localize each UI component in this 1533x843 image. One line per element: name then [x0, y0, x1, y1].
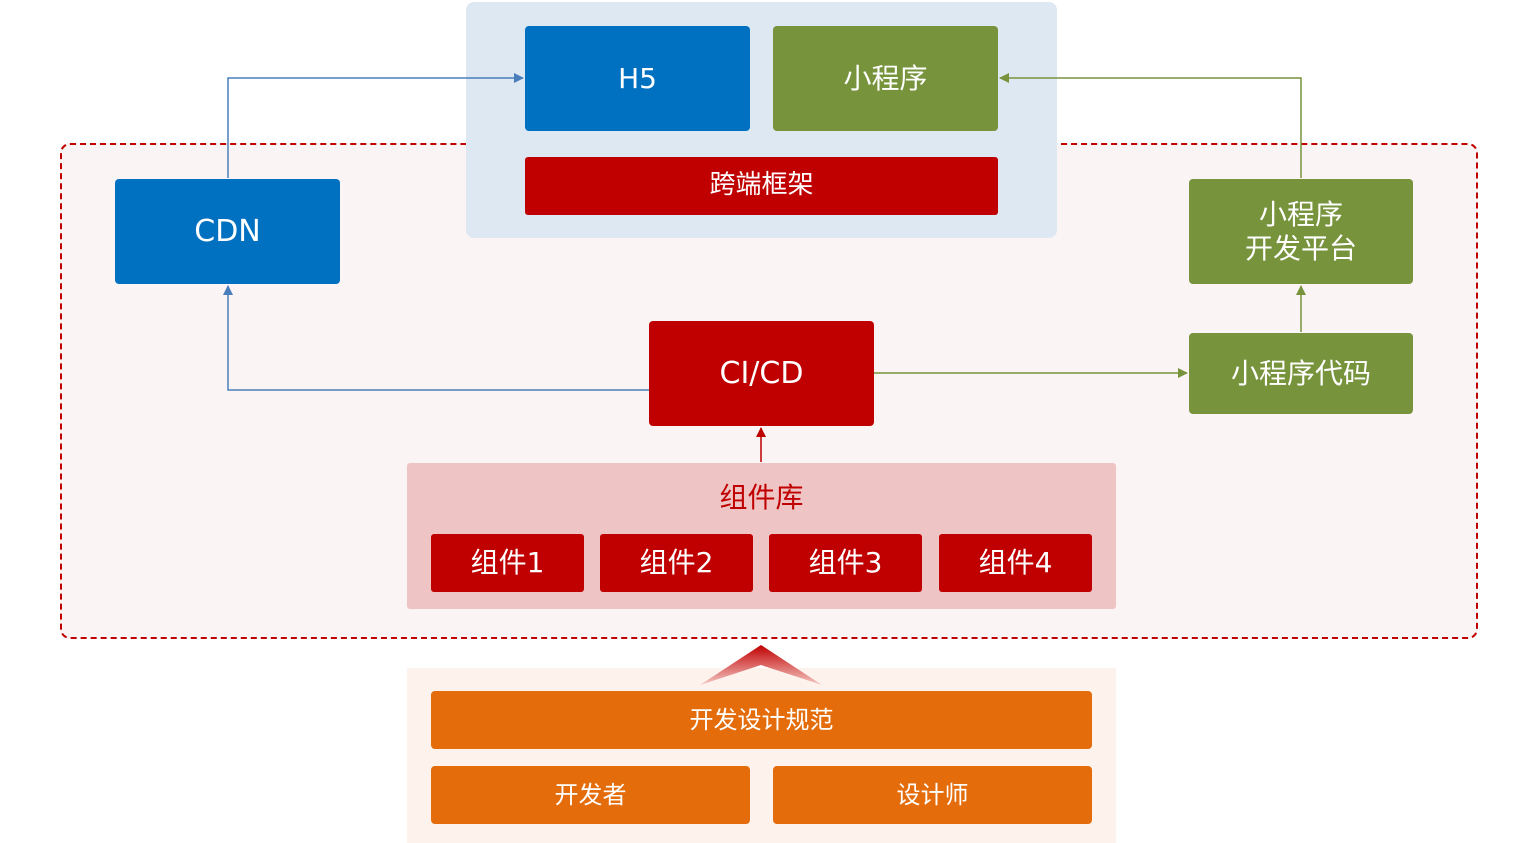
dev-design-spec-box: 开发设计规范 — [431, 691, 1092, 749]
cicd-label: CI/CD — [719, 355, 804, 391]
mp-platform-box: 小程序 开发平台 — [1189, 179, 1413, 284]
edge-cdn-to-h5 — [227, 73, 524, 178]
component-box: 组件1 — [431, 534, 584, 592]
cdn-box: CDN — [115, 179, 340, 284]
big-up-arrow — [700, 645, 822, 685]
cross-framework-label: 跨端框架 — [709, 170, 814, 201]
cross-framework-box: 跨端框架 — [525, 157, 998, 215]
component-box: 组件4 — [939, 534, 1092, 592]
mp-code-label: 小程序代码 — [1230, 356, 1371, 390]
component-label: 组件2 — [639, 546, 714, 580]
h5-box: H5 — [525, 26, 750, 131]
miniprogram-box: 小程序 — [773, 26, 998, 131]
component-label: 组件3 — [808, 546, 883, 580]
developer-label: 开发者 — [554, 780, 627, 809]
mp-platform-label-line1: 小程序 — [1258, 197, 1343, 231]
dev-design-spec-label: 开发设计规范 — [689, 705, 834, 734]
cdn-label: CDN — [194, 213, 261, 249]
component-box: 组件3 — [769, 534, 922, 592]
mp-platform-label-line2: 开发平台 — [1244, 231, 1357, 265]
component-library-title: 组件库 — [719, 481, 804, 514]
designer-label: 设计师 — [896, 780, 969, 809]
mp-code-box: 小程序代码 — [1189, 333, 1413, 414]
component-label: 组件1 — [470, 546, 545, 580]
developer-box: 开发者 — [431, 766, 750, 824]
h5-label: H5 — [618, 61, 657, 95]
edge-platform-to-miniprogram — [999, 73, 1302, 178]
miniprogram-label: 小程序 — [843, 61, 928, 95]
edge-cicd-to-cdn — [223, 285, 649, 391]
designer-box: 设计师 — [773, 766, 1092, 824]
cicd-box: CI/CD — [649, 321, 874, 426]
component-label: 组件4 — [978, 546, 1053, 580]
component-box: 组件2 — [600, 534, 753, 592]
